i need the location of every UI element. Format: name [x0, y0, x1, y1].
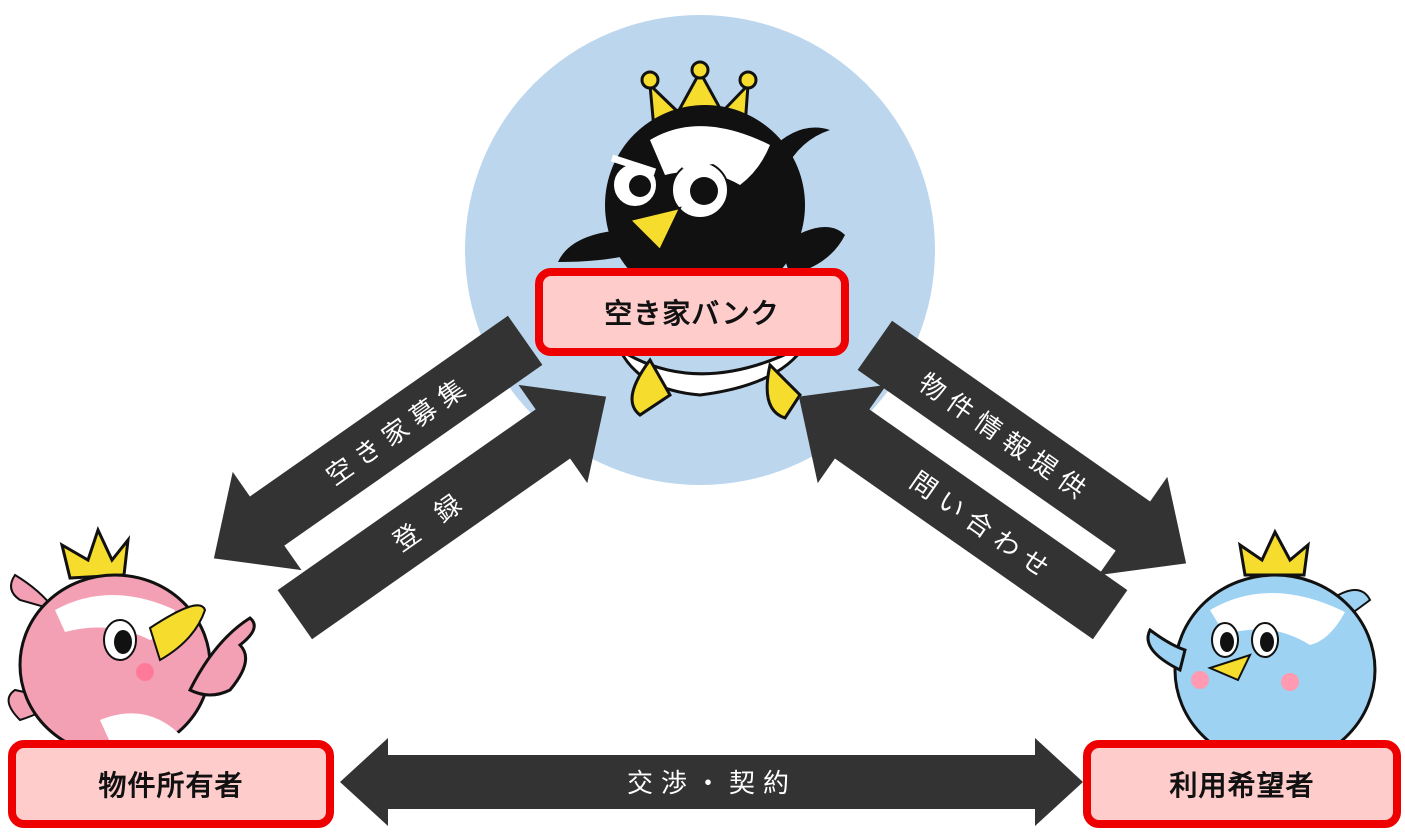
black-bird-mascot-icon [558, 60, 845, 420]
node-owner: 物件所有者 [8, 740, 334, 828]
node-user: 利用希望者 [1083, 740, 1401, 828]
node-bank: 空き家バンク [535, 268, 849, 356]
arrow-negotiate: 交渉・契約 [340, 738, 1083, 826]
arrow-negotiate-label: 交渉・契約 [627, 769, 797, 799]
pink-bird-mascot-icon [7, 525, 256, 757]
blue-bird-mascot-icon [1146, 528, 1377, 767]
